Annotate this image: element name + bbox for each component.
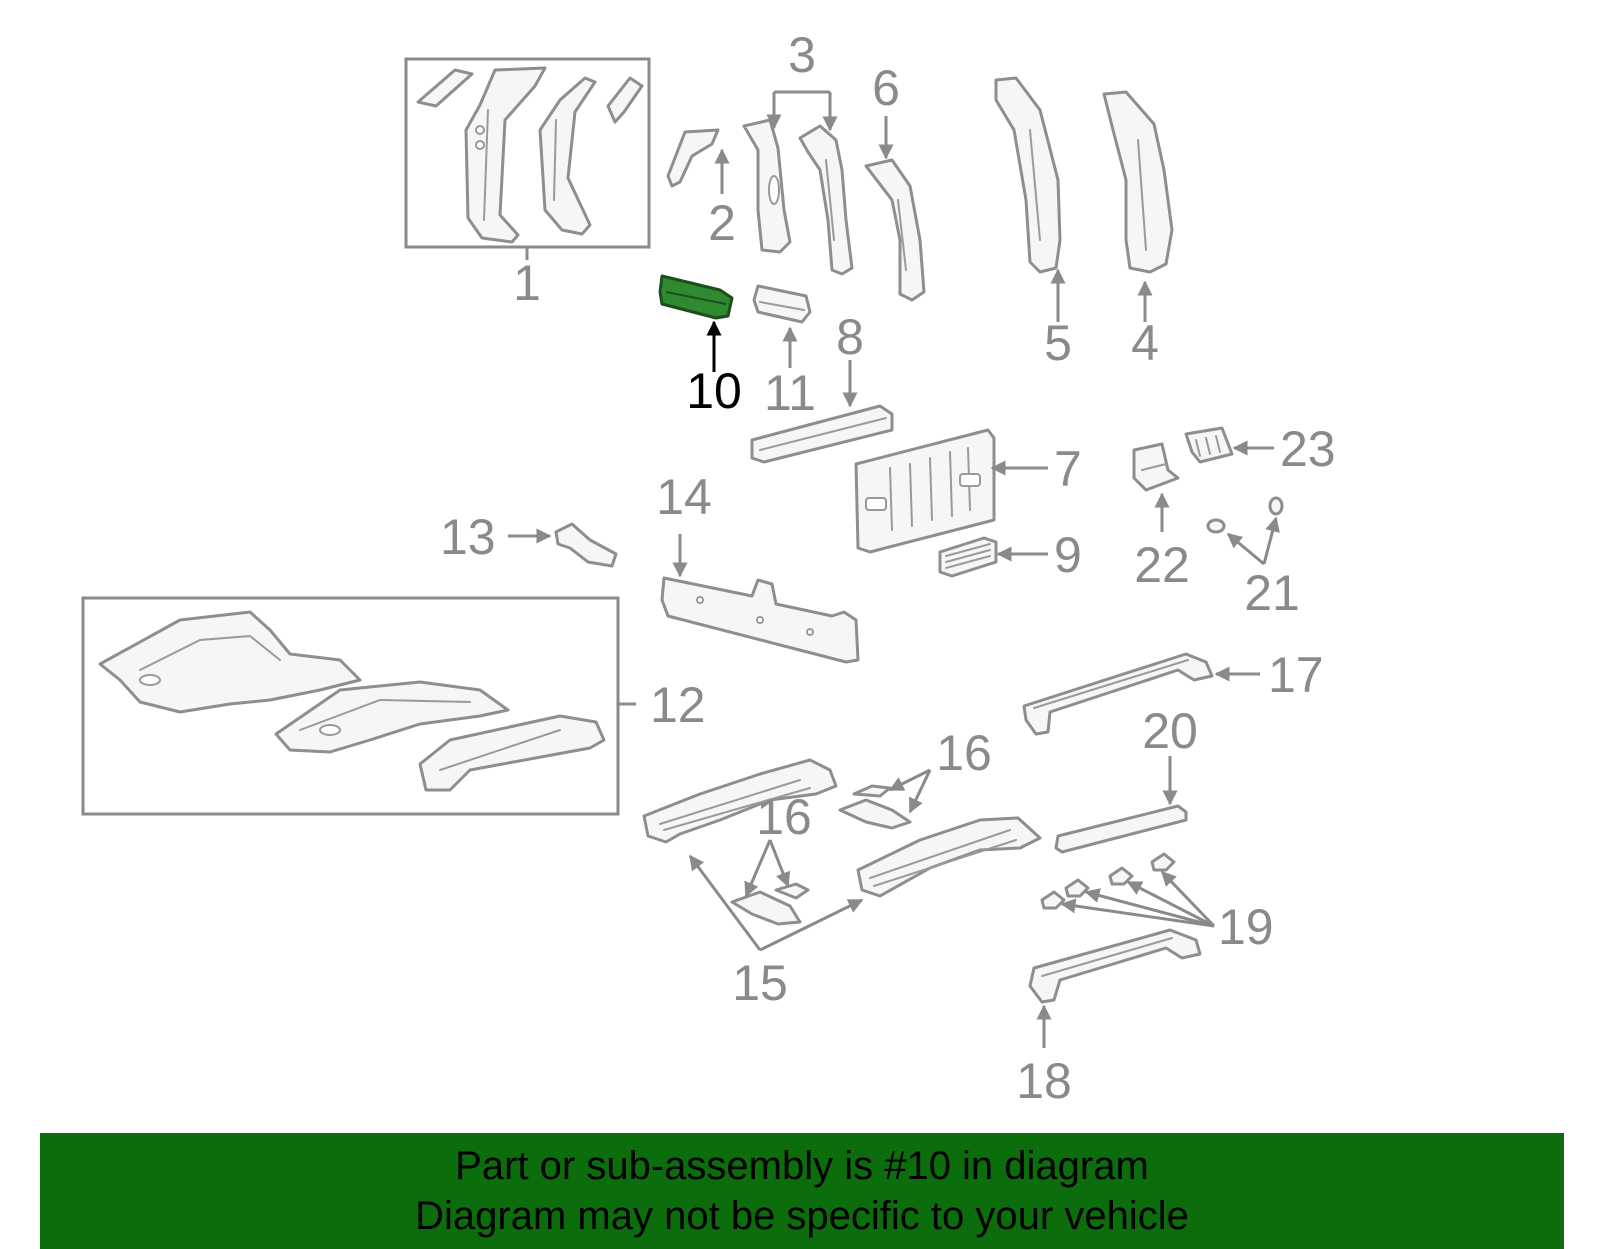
part-8[interactable] <box>750 404 894 464</box>
callout-21: 21 <box>1244 565 1300 621</box>
part-1-assembly[interactable] <box>404 57 651 249</box>
part-16[interactable] <box>730 784 912 926</box>
parts-diagram: 1 2 3 6 5 4 10 <box>81 27 1336 1109</box>
part-23[interactable] <box>1184 426 1234 464</box>
part-15[interactable] <box>642 758 1042 898</box>
part-20[interactable] <box>1054 804 1188 854</box>
callout-3: 3 <box>788 27 816 83</box>
part-2[interactable] <box>666 128 720 188</box>
callout-22: 22 <box>1134 537 1190 593</box>
vehicle-disclaimer: Diagram may not be specific to your vehi… <box>415 1194 1189 1238</box>
callout-4: 4 <box>1131 315 1159 371</box>
callout-14: 14 <box>656 469 712 525</box>
callout-18: 18 <box>1016 1053 1072 1109</box>
callout-1: 1 <box>513 255 541 311</box>
callout-20: 20 <box>1142 703 1198 759</box>
callout-17: 17 <box>1268 647 1324 703</box>
callout-13: 13 <box>440 509 496 565</box>
part-17[interactable] <box>1022 652 1214 736</box>
callout-16-upper: 16 <box>936 725 992 781</box>
callout-5: 5 <box>1044 315 1072 371</box>
part-11[interactable] <box>752 284 812 324</box>
part-22[interactable] <box>1132 442 1180 492</box>
part-10-highlighted[interactable] <box>658 274 734 320</box>
callout-7: 7 <box>1054 441 1082 497</box>
part-14[interactable] <box>660 576 860 664</box>
part-7[interactable] <box>854 428 996 554</box>
part-13[interactable] <box>554 522 618 568</box>
part-12-assembly[interactable] <box>81 596 620 816</box>
callout-11: 11 <box>764 365 816 421</box>
callout-19: 19 <box>1218 899 1274 955</box>
callout-8: 8 <box>836 309 864 365</box>
callout-15: 15 <box>732 955 788 1011</box>
part-19[interactable] <box>1040 852 1176 910</box>
part-3[interactable] <box>742 118 854 276</box>
part-5[interactable] <box>994 76 1062 274</box>
part-18[interactable] <box>1028 928 1202 1004</box>
part-9[interactable] <box>938 536 998 578</box>
disclaimer-banner: Part or sub-assembly is #10 in diagram D… <box>40 1133 1564 1249</box>
callout-2: 2 <box>708 195 736 251</box>
callout-12: 12 <box>650 677 706 733</box>
callout-9: 9 <box>1054 527 1082 583</box>
callout-6: 6 <box>872 60 900 116</box>
part-4[interactable] <box>1102 90 1174 274</box>
part-number-notice: Part or sub-assembly is #10 in diagram <box>455 1144 1149 1188</box>
callout-23: 23 <box>1280 421 1336 477</box>
callout-16-lower: 16 <box>756 789 812 845</box>
callout-10: 10 <box>686 363 742 419</box>
part-21[interactable] <box>1206 496 1284 534</box>
part-6[interactable] <box>864 158 926 302</box>
